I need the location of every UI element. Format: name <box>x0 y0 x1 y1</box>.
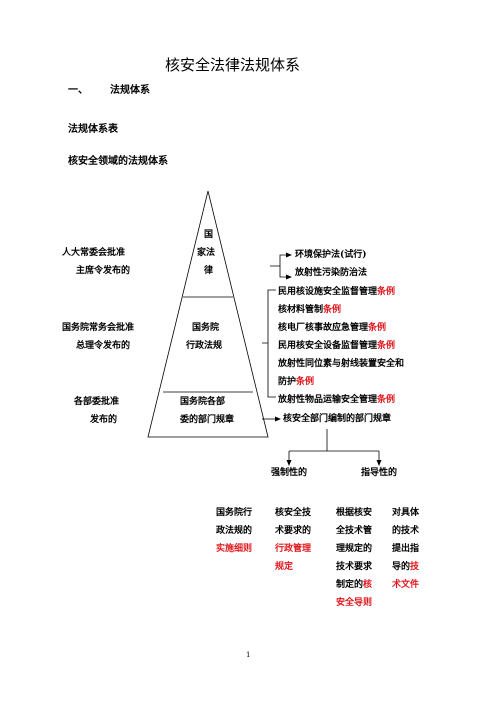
pyramid-top-line2: 家法 <box>197 248 216 258</box>
arrow-law-1 <box>286 252 292 258</box>
regulation-item: 民用核设施安全监督管理条例 <box>278 287 396 297</box>
arrow-rules <box>275 416 281 422</box>
department-rules: 核安全部门编制的部门规章 <box>283 414 392 424</box>
subtitle-system-table: 法规体系表 <box>68 124 118 135</box>
col3-line: 安全导则 <box>336 598 373 608</box>
col2-line: 术要求的 <box>275 526 312 536</box>
regulation-item: 核电厂核事故应急管理条例 <box>278 323 387 333</box>
law-item: 环境保护法(试行) <box>295 250 367 260</box>
branch-guiding: 指导性的 <box>361 468 398 478</box>
col2-line: 规定 <box>275 562 294 572</box>
arrow-tree-right <box>376 460 382 466</box>
pyramid-mid-line2: 行政法规 <box>186 341 223 351</box>
regs-bracket <box>262 289 276 398</box>
col2-line: 核安全技 <box>275 508 312 518</box>
col3-line: 根据核安 <box>336 508 373 518</box>
branch-mandatory: 强制性的 <box>271 468 308 478</box>
col1-line: 政法规的 <box>216 526 253 536</box>
col3-line: 理规定的 <box>336 544 373 554</box>
col4-line: 导的技 <box>392 562 420 572</box>
pyramid-bottom-line2: 委的部门规章 <box>180 415 235 425</box>
law-item: 放射性污染防治法 <box>295 268 368 278</box>
regulation-item: 放射性同位素与射线装置安全和 <box>278 359 405 369</box>
regulation-item: 放射性物品运输安全管理条例 <box>278 395 396 405</box>
left-label-ministry-line1: 各部委批准 <box>74 397 120 407</box>
pyramid-top-line1: 国 <box>204 230 214 240</box>
left-label-council-line2: 总理令发布的 <box>76 341 131 351</box>
arrow-tree-left <box>286 460 292 466</box>
section-label: 法规体系 <box>110 85 150 96</box>
subtitle-nuclear-domain: 核安全领域的法规体系 <box>68 156 168 167</box>
col1-line: 国务院行 <box>216 508 253 518</box>
left-label-council-line1: 国务院常务会批准 <box>62 323 135 333</box>
col3-line: 全技术管 <box>336 526 373 536</box>
col3-line: 制定的核 <box>336 580 373 590</box>
page-number: 1 <box>246 651 251 659</box>
col4-line: 术文件 <box>392 580 420 590</box>
left-label-ministry-line2: 发布的 <box>90 415 118 425</box>
col1-line: 实施细则 <box>216 544 253 554</box>
pyramid-top-line3: 律 <box>204 266 214 276</box>
pyramid-outline <box>147 190 269 438</box>
col4-line: 提出指 <box>392 544 420 554</box>
arrow-law-2 <box>286 274 292 280</box>
pyramid-bottom-line1: 国务院各部 <box>180 397 226 407</box>
col3-line: 技术要求 <box>336 562 373 572</box>
pyramid-mid-line1: 国务院 <box>192 323 220 333</box>
regulation-item: 民用核安全设备监督管理条例 <box>278 341 396 351</box>
section-number: 一、 <box>68 85 88 96</box>
col4-line: 的技术 <box>392 526 420 536</box>
regulation-item: 防护条例 <box>278 377 315 387</box>
page-title: 核安全法律法规体系 <box>165 56 301 74</box>
law-bracket <box>270 254 288 278</box>
left-label-npc-line1: 人大常委会批准 <box>62 248 126 258</box>
col2-line: 行政管理 <box>275 544 312 554</box>
left-label-npc-line2: 主席令发布的 <box>76 266 131 276</box>
regulation-item: 核材料管制条例 <box>278 305 342 315</box>
col4-line: 对具体 <box>392 508 420 518</box>
